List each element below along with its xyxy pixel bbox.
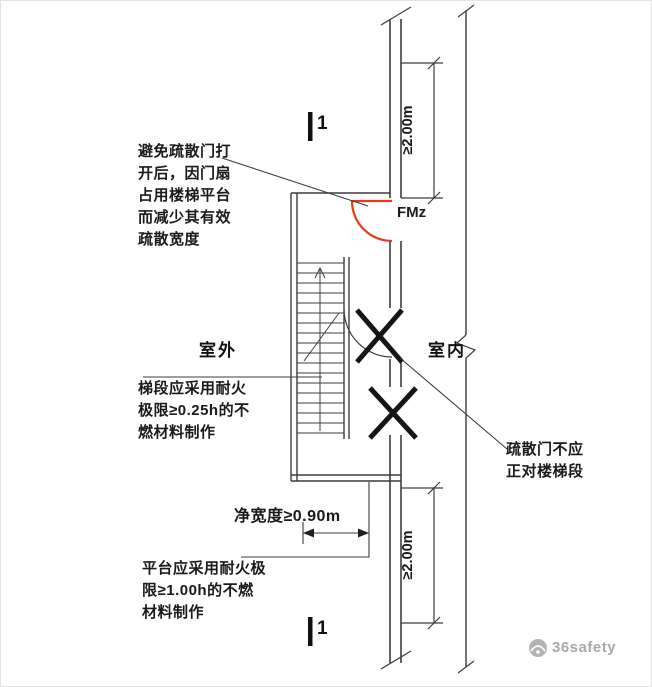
door-swing-arc bbox=[350, 199, 393, 243]
note-stair-flight: 梯段应采用耐火极限≥0.25h的不燃材料制作 bbox=[138, 380, 250, 441]
section-mark-bottom-label: 1 bbox=[317, 618, 328, 639]
building-line-right bbox=[455, 4, 477, 674]
note-platform: 平台应采用耐火极限≥1.00h的不燃材料制作 bbox=[142, 560, 267, 621]
section-mark-top-label: 1 bbox=[317, 113, 328, 134]
dim-lower-label: ≥2.00m bbox=[400, 530, 416, 579]
dimension-upper: ≥2.00m bbox=[400, 56, 443, 205]
stairwell-walls bbox=[290, 192, 401, 482]
dimension-lower: ≥2.00m bbox=[400, 481, 443, 630]
note-door-swing: 避免疏散门打开后，因门扇占用楼梯平台而减少其有效疏散宽度 bbox=[138, 143, 232, 248]
note-door-facing: 疏散门不应正对楼梯段 bbox=[506, 441, 584, 480]
prohibition-x-upper-icon bbox=[355, 308, 404, 364]
outdoor-label: 室外 bbox=[199, 341, 237, 360]
stair-treads bbox=[297, 257, 350, 439]
leader-lines bbox=[143, 157, 508, 558]
clear-width-dimension bbox=[302, 522, 369, 544]
stair-direction-arrow bbox=[303, 266, 340, 431]
watermark-logo-icon bbox=[529, 639, 547, 657]
prohibition-x-lower-icon bbox=[368, 386, 418, 440]
indoor-label: 室内 bbox=[428, 341, 466, 360]
dim-upper-label: ≥2.00m bbox=[400, 105, 416, 154]
clear-width-label: 净宽度≥0.90m bbox=[234, 508, 341, 525]
section-mark-bottom-bar bbox=[308, 617, 313, 646]
exterior-wall bbox=[380, 6, 412, 670]
door-tag-fmz: FMz bbox=[397, 204, 427, 221]
watermark-text: 36safety bbox=[552, 639, 617, 656]
section-mark-top-bar bbox=[308, 112, 313, 141]
crossed-door-arc bbox=[343, 308, 393, 358]
